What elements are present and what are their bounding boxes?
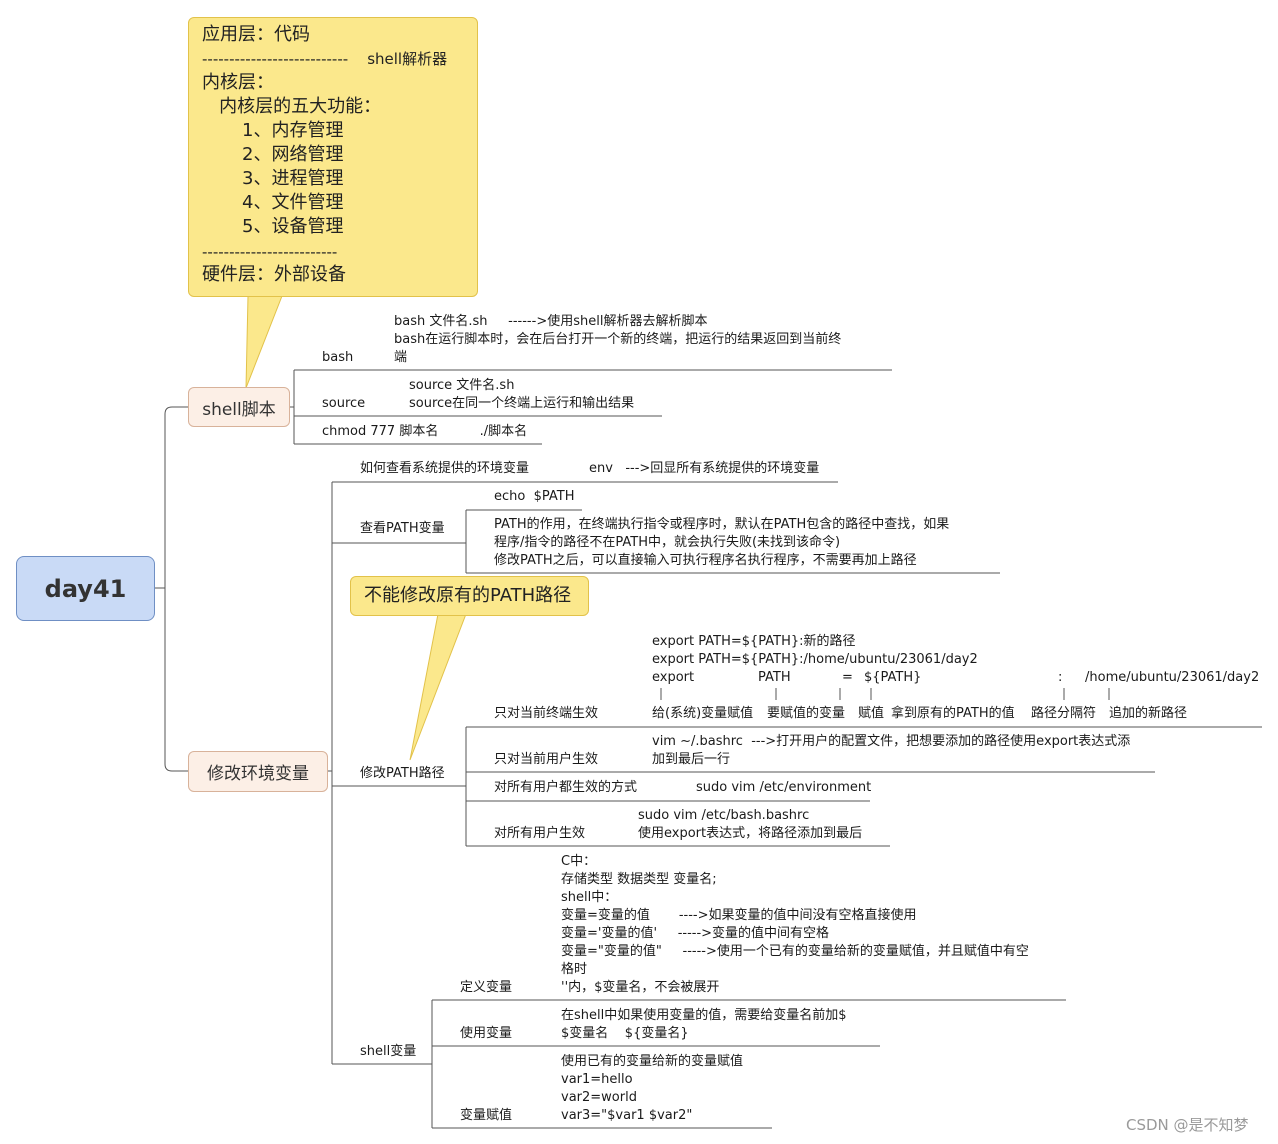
export-token: = — [842, 670, 853, 685]
export-token: /home/ubuntu/23061/day2 — [1085, 670, 1260, 685]
export-line: export PATH=${PATH}:新的路径 — [652, 634, 856, 649]
path-desc-line: 程序/指令的路径不在PATH中，就会执行失败(未找到该命令) — [494, 535, 841, 550]
path-callout — [350, 576, 589, 616]
define-line: shell中： — [561, 890, 618, 905]
callout-line: ------------------------- — [202, 243, 338, 261]
callout-line: 应用层：代码 — [202, 24, 310, 45]
export-token: export — [652, 670, 695, 685]
callout-line: 4、文件管理 — [202, 192, 344, 213]
view-system-env-label[interactable]: 如何查看系统提供的环境变量 — [360, 461, 530, 476]
csdn-watermark: CSDN @是不知梦 — [1126, 1116, 1249, 1134]
callout-line: 内核层： — [202, 72, 274, 93]
topic-shell-script[interactable]: shell脚本 — [188, 387, 290, 427]
topic-env-var[interactable]: 修改环境变量 — [188, 751, 328, 792]
define-line: 存储类型 数据类型 变量名; — [561, 872, 717, 887]
all-users-way-label[interactable]: 对所有用户都生效的方式 — [494, 780, 638, 795]
export-token: PATH — [758, 670, 791, 685]
export-token: : — [1058, 670, 1063, 685]
bash-bashrc-line: sudo vim /etc/bash.bashrc — [638, 808, 810, 823]
echo-path: echo $PATH — [494, 489, 575, 504]
bashrc-line: vim ~/.bashrc --->打开用户的配置文件，把想要添加的路径使用ex… — [652, 734, 1131, 749]
assign-line: var1=hello — [561, 1072, 633, 1087]
bash-label[interactable]: bash — [322, 350, 354, 365]
source-line: source在同一个终端上运行和输出结果 — [409, 396, 635, 411]
view-system-env-content: env --->回显所有系统提供的环境变量 — [589, 461, 820, 476]
assign-line: var3="$var1 $var2" — [561, 1108, 693, 1123]
path-callout-text: 不能修改原有的PATH路径 — [364, 585, 572, 606]
export-note: 拿到原有的PATH的值 — [891, 706, 1015, 721]
export-note: 追加的新路径 — [1109, 706, 1188, 721]
define-line: 变量=变量的值 ---->如果变量的值中间没有空格直接使用 — [561, 908, 917, 923]
current-terminal-label[interactable]: 只对当前终端生效 — [494, 706, 599, 721]
export-token: ${PATH} — [864, 670, 922, 685]
define-var-label[interactable]: 定义变量 — [460, 980, 513, 995]
callout-line: 5、设备管理 — [202, 216, 344, 237]
callout-line: 硬件层：外部设备 — [202, 264, 346, 285]
export-line: export PATH=${PATH}:/home/ubuntu/23061/d… — [652, 652, 978, 667]
assign-line: var2=world — [561, 1090, 637, 1105]
callout-line: 3、进程管理 — [202, 168, 344, 189]
export-note: 赋值 — [858, 706, 885, 721]
callout-line: 内核层的五大功能： — [202, 96, 382, 117]
path-desc-line: PATH的作用，在终端执行指令或程序时，默认在PATH包含的路径中查找，如果 — [494, 517, 950, 532]
bash-line: bash 文件名.sh ------>使用shell解析器去解析脚本 — [394, 314, 708, 329]
define-line: 格时 — [561, 962, 588, 977]
callout-line: 1、内存管理 — [202, 120, 344, 141]
callout-line: --------------------------- shell解析器 — [202, 50, 448, 68]
define-line: 变量='变量的值' ----->变量的值中间有空格 — [561, 926, 830, 941]
use-line: 在shell中如果使用变量的值，需要给变量名前加$ — [561, 1008, 847, 1023]
shell-var-label[interactable]: shell变量 — [360, 1044, 417, 1059]
assign-var-label[interactable]: 变量赋值 — [460, 1108, 513, 1123]
define-line: 变量="变量的值" ----->使用一个已有的变量给新的变量赋值，并且赋值中有空 — [561, 944, 1029, 959]
define-line: C中： — [561, 854, 597, 869]
callout-line: 2、网络管理 — [202, 144, 344, 165]
all-users-label[interactable]: 对所有用户生效 — [494, 826, 586, 841]
assign-line: 使用已有的变量给新的变量赋值 — [561, 1054, 744, 1069]
chmod-label[interactable]: chmod 777 脚本名 ./脚本名 — [322, 424, 528, 439]
architecture-callout — [188, 17, 478, 297]
modify-path-label[interactable]: 修改PATH路径 — [360, 766, 445, 781]
bashrc-line: 加到最后一行 — [652, 752, 731, 767]
source-label[interactable]: source — [322, 396, 366, 411]
export-note: 给(系统)变量赋值 — [652, 706, 754, 721]
source-line: source 文件名.sh — [409, 378, 515, 393]
view-path-label[interactable]: 查看PATH变量 — [360, 521, 445, 536]
root-topic[interactable]: day41 — [16, 556, 155, 621]
bash-bashrc-line: 使用export表达式，将路径添加到最后 — [638, 826, 863, 841]
define-line: ''内，$变量名，不会被展开 — [561, 980, 720, 995]
current-user-label[interactable]: 只对当前用户生效 — [494, 752, 599, 767]
export-note: 路径分隔符 — [1031, 706, 1097, 721]
path-desc-line: 修改PATH之后，可以直接输入可执行程序名执行程序，不需要再加上路径 — [494, 553, 917, 568]
bash-line: 端 — [394, 350, 408, 365]
export-note: 要赋值的变量 — [767, 706, 846, 721]
bash-line: bash在运行脚本时，会在后台打开一个新的终端，把运行的结果返回到当前终 — [394, 332, 842, 347]
use-line: $变量名 ${变量名} — [561, 1026, 689, 1041]
environment-content: sudo vim /etc/environment — [696, 780, 872, 795]
use-var-label[interactable]: 使用变量 — [460, 1026, 513, 1041]
